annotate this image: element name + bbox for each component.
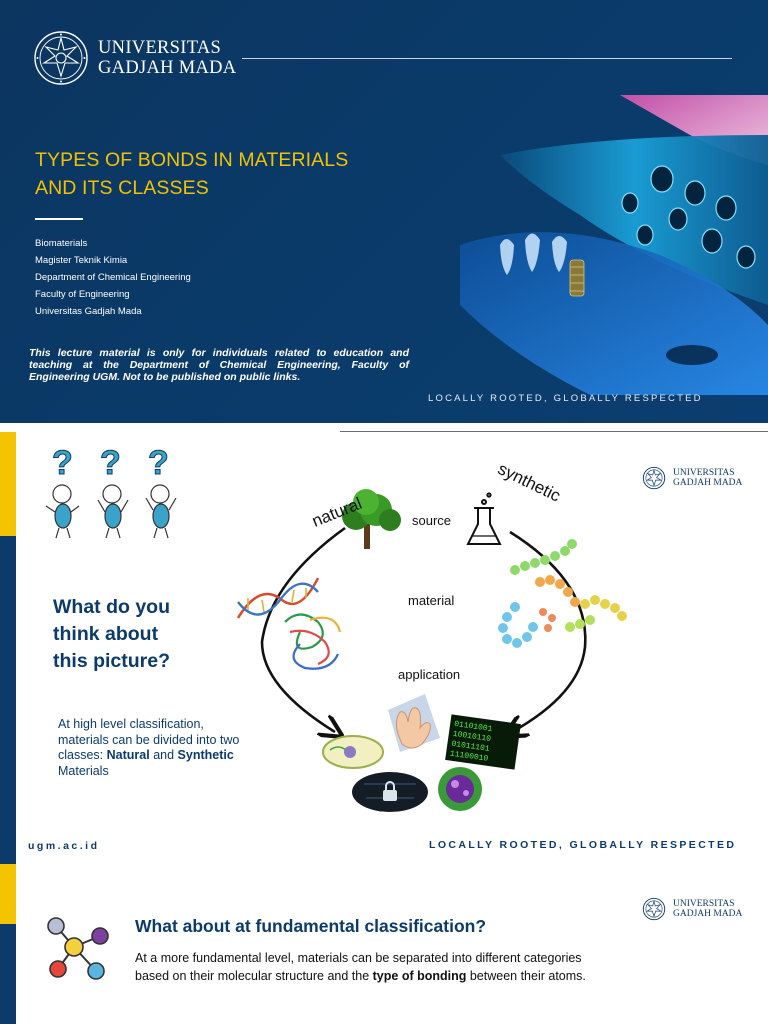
university-name-line2: GADJAH MADA bbox=[673, 909, 743, 919]
course-info: Biomaterials Magister Teknik Kimia Depar… bbox=[35, 235, 191, 320]
cybersecurity-lock-icon bbox=[352, 772, 428, 812]
protein-structure-icon bbox=[284, 613, 342, 670]
question-mark: ? bbox=[148, 444, 169, 482]
question-mark: ? bbox=[52, 444, 73, 482]
title-underline bbox=[35, 218, 83, 220]
bonding-keyword: type of bonding bbox=[372, 968, 467, 983]
dna-icon bbox=[236, 577, 320, 619]
molecule-icon bbox=[47, 917, 109, 980]
course-info-item: Department of Chemical Engineering bbox=[35, 272, 191, 283]
fundamental-classification-text: At a more fundamental level, materials c… bbox=[135, 950, 605, 985]
label-application: application bbox=[398, 667, 460, 682]
slide-title: TYPES OF BONDS IN MATERIALS AND ITS CLAS… bbox=[35, 146, 348, 202]
question-mark: ? bbox=[100, 444, 121, 482]
label-synthetic: synthetic bbox=[495, 459, 564, 506]
slide-separator bbox=[0, 423, 768, 432]
ugm-seal-logo-small bbox=[642, 897, 666, 921]
biomaterials-collage-image bbox=[460, 95, 768, 395]
fundamental-text-part: between their atoms. bbox=[466, 968, 586, 983]
university-name-line1: UNIVERSITAS bbox=[98, 38, 222, 58]
natural-arrow bbox=[260, 526, 345, 732]
course-info-item: Universitas Gadjah Mada bbox=[35, 306, 142, 317]
label-material: material bbox=[408, 593, 454, 608]
accent-bar-yellow bbox=[0, 432, 16, 536]
classification-text-part: Materials bbox=[58, 763, 109, 778]
fundamental-text-part: At a more fundamental level, materials c… bbox=[135, 951, 582, 983]
discussion-question-line: think about bbox=[53, 623, 159, 645]
discussion-question-line: What do you bbox=[53, 596, 170, 618]
confused-figures-icon: ? ? ? bbox=[45, 444, 177, 539]
cell-icon bbox=[322, 735, 384, 769]
classification-text-part: At high level classification, materials … bbox=[58, 717, 240, 762]
slide-title-line1: TYPES OF BONDS IN MATERIALS bbox=[35, 149, 349, 171]
university-name-small: UNIVERSITAS GADJAH MADA bbox=[673, 899, 742, 919]
natural-synthetic-diagram: ? ? ? bbox=[45, 444, 627, 812]
university-name: UNIVERSITAS GADJAH MADA bbox=[98, 38, 236, 78]
accent-bar-navy bbox=[0, 924, 16, 1024]
course-info-item: Magister Teknik Kimia bbox=[35, 255, 128, 266]
slide-title-line2: AND ITS CLASSES bbox=[35, 177, 209, 199]
tagline: LOCALLY ROOTED, GLOBALLY RESPECTED bbox=[429, 839, 737, 851]
flask-icon bbox=[466, 492, 502, 545]
ugm-seal-logo-small bbox=[642, 466, 666, 490]
course-info-item: Faculty of Engineering bbox=[35, 289, 130, 300]
classification-text: At high level classification, materials … bbox=[58, 717, 258, 779]
website-url: ugm.ac.id bbox=[28, 840, 100, 852]
university-name-line2: GADJAH MADA bbox=[98, 58, 237, 78]
tree-icon bbox=[342, 489, 401, 549]
polymer-chain-icon bbox=[498, 539, 627, 648]
accent-bar-yellow bbox=[0, 864, 16, 924]
nanoparticle-icon bbox=[438, 767, 482, 811]
robotic-hand-icon bbox=[388, 694, 440, 752]
course-info-item: Biomaterials bbox=[35, 238, 88, 249]
usage-notice: This lecture material is only for indivi… bbox=[29, 347, 409, 383]
classification-slide: ? ? ? bbox=[0, 432, 768, 864]
university-name-line1: UNIVERSITAS bbox=[673, 468, 735, 478]
header-rule bbox=[242, 58, 732, 59]
title-slide: UNIVERSITAS GADJAH MADA TYPES OF BONDS I… bbox=[0, 0, 768, 423]
university-name-line2: GADJAH MADA bbox=[673, 478, 743, 488]
label-source: source bbox=[412, 513, 451, 528]
university-name-line1: UNIVERSITAS bbox=[673, 899, 735, 909]
classification-text-part: and bbox=[149, 748, 178, 762]
accent-bar-navy bbox=[0, 536, 16, 864]
tagline: LOCALLY ROOTED, GLOBALLY RESPECTED bbox=[428, 393, 703, 404]
natural-keyword: Natural bbox=[106, 748, 150, 762]
university-name-small: UNIVERSITAS GADJAH MADA bbox=[673, 468, 742, 488]
section-heading: What about at fundamental classification… bbox=[135, 916, 487, 936]
fundamental-classification-slide: What about at fundamental classification… bbox=[0, 864, 768, 1024]
discussion-question: What do you think about this picture? bbox=[53, 594, 170, 675]
ugm-seal-logo bbox=[34, 31, 88, 85]
discussion-question-line: this picture? bbox=[53, 650, 171, 672]
synthetic-keyword: Synthetic bbox=[177, 748, 234, 762]
